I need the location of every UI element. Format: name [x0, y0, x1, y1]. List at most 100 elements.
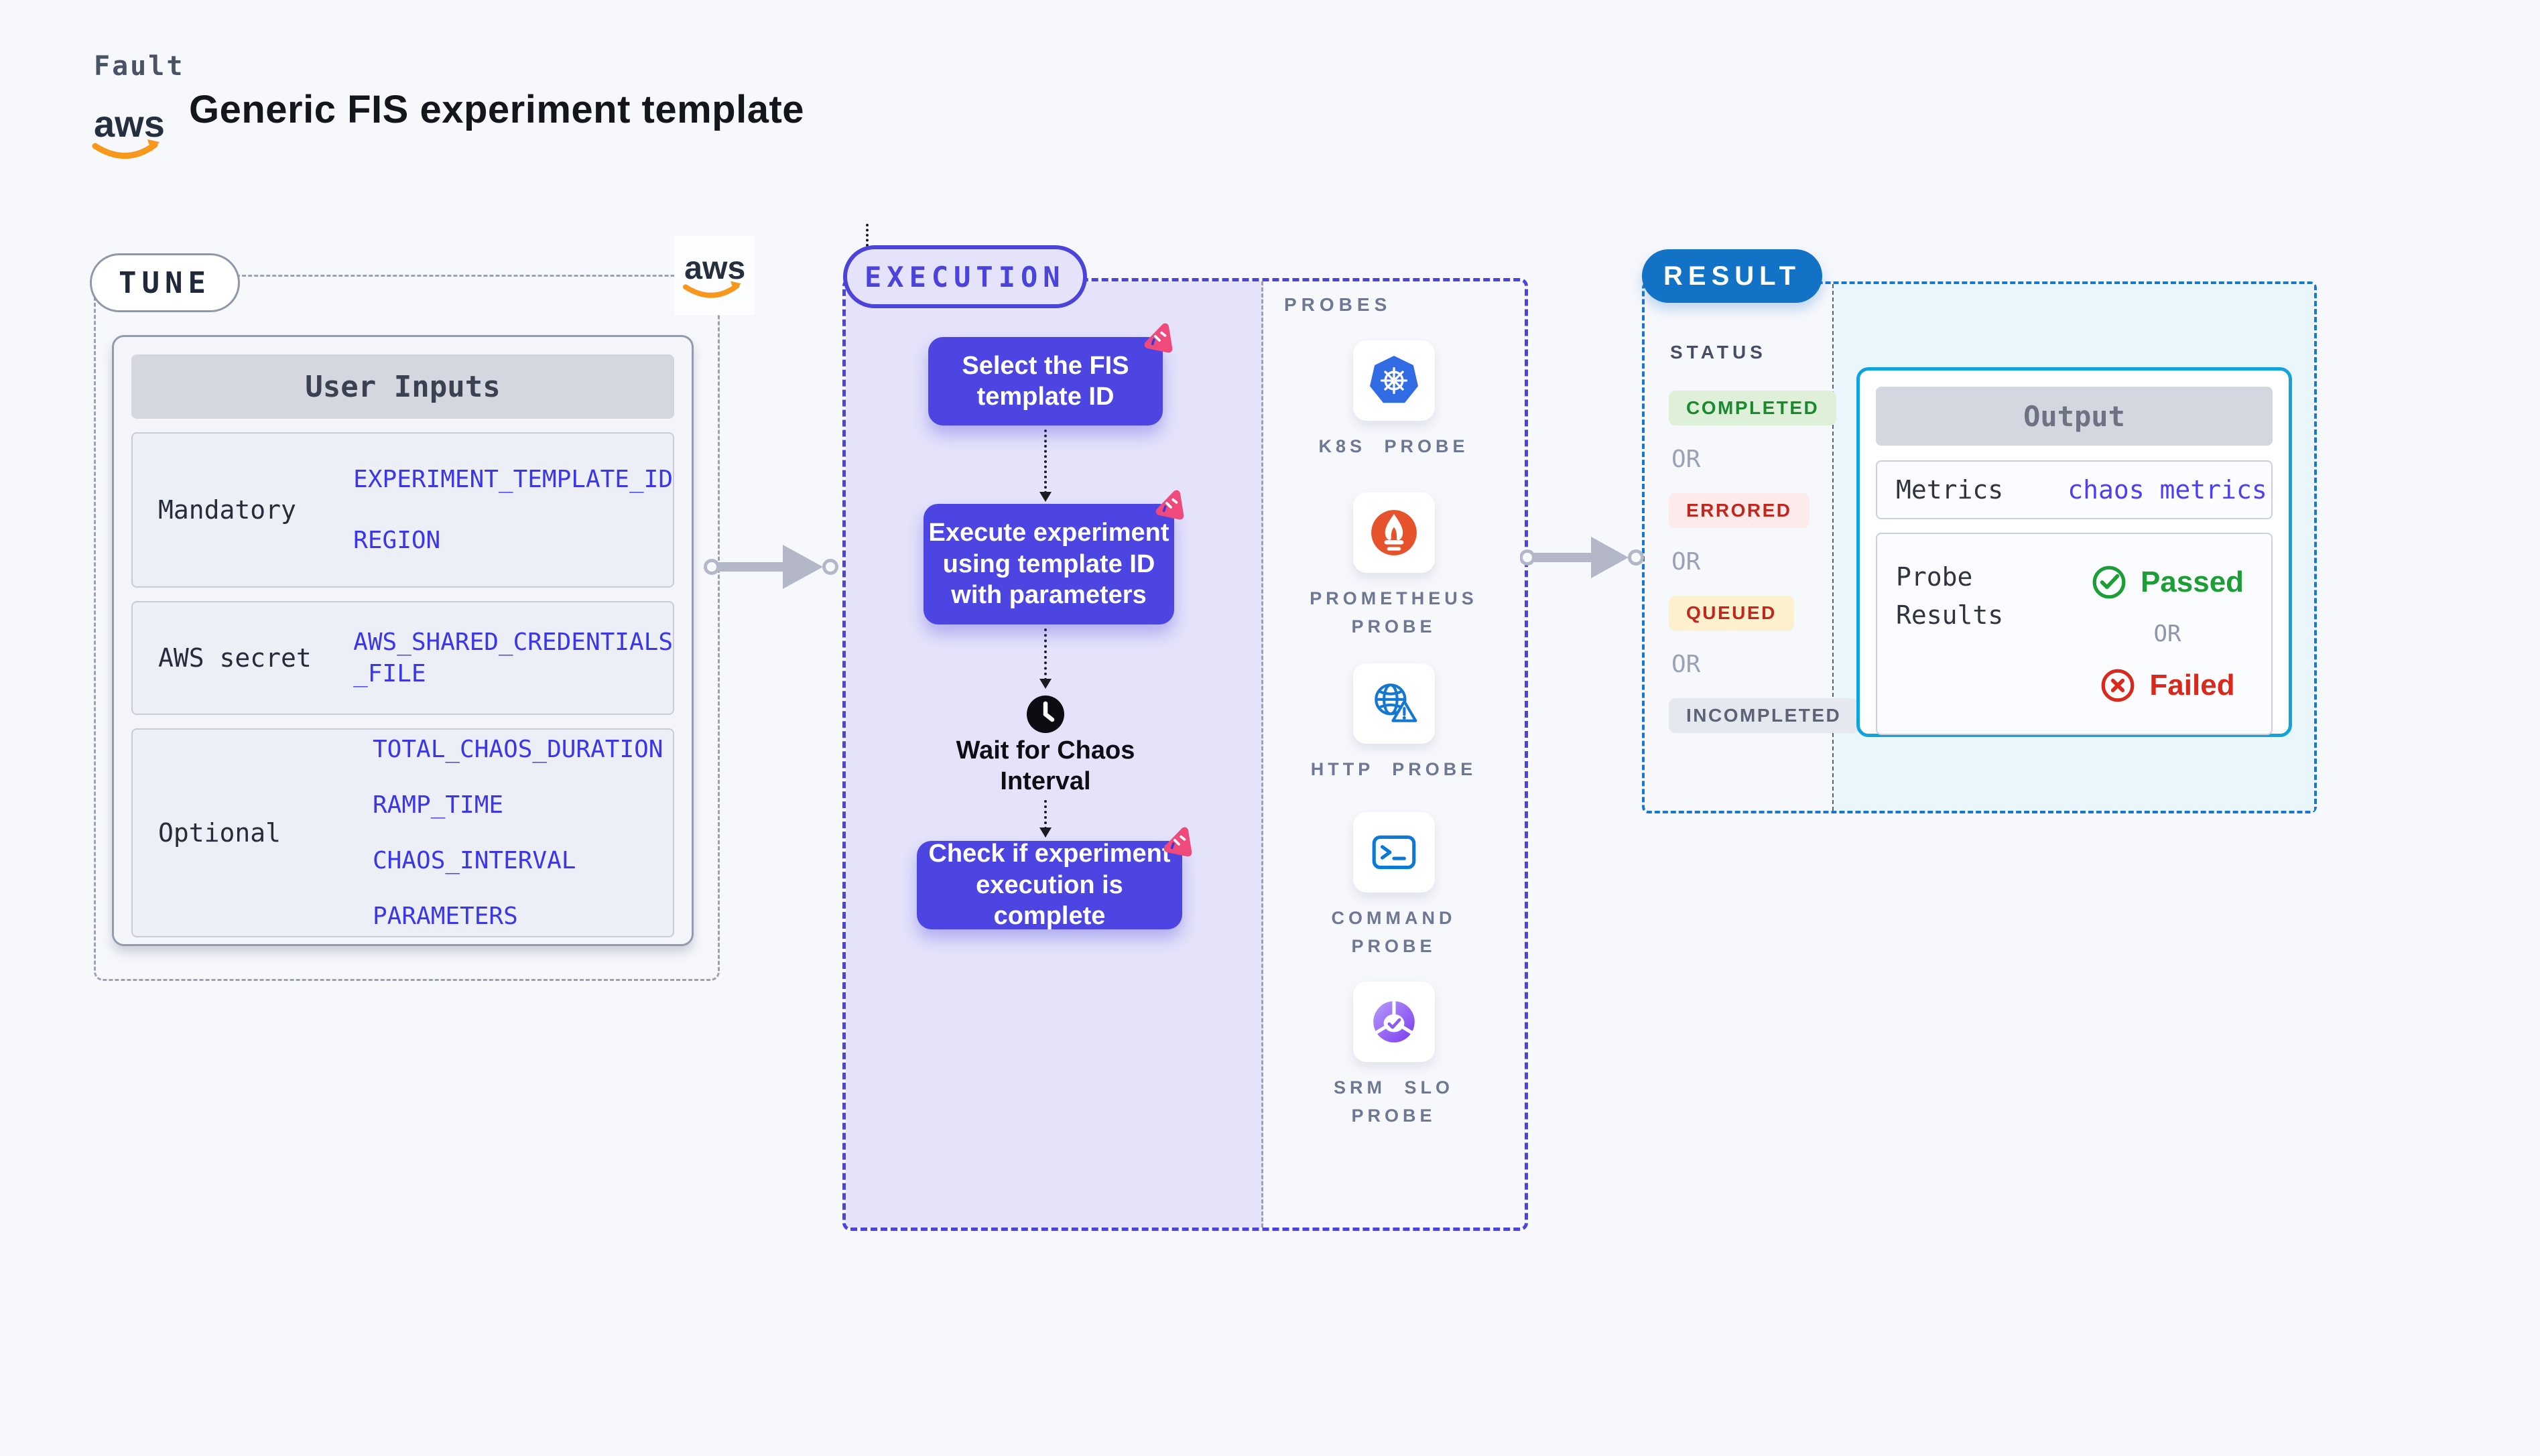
probe-card	[1352, 982, 1435, 1062]
step-label: Execute experiment using template ID wit…	[928, 519, 1169, 610]
row-values: TOTAL_CHAOS_DURATION RAMP_TIME CHAOS_INT…	[359, 730, 673, 936]
status-badge-incompleted: INCOMPLETED	[1669, 698, 1859, 733]
row-label: Optional	[158, 818, 281, 848]
probe-label: K8S PROBE	[1318, 436, 1469, 456]
status-title: STATUS	[1670, 342, 1767, 362]
aws-smile-icon	[683, 283, 740, 298]
probes-title: PROBES	[1284, 294, 1392, 315]
execution-pill-label: EXECUTION	[865, 260, 1066, 293]
env-var: REGION	[353, 527, 441, 554]
probe-results-values: Passed OR Failed	[2063, 534, 2271, 734]
status-list: COMPLETED OR ERRORED OR QUEUED OR INCOMP…	[1669, 391, 1859, 733]
incoming-dotted-connector	[866, 224, 869, 247]
arrow-execution-to-result-icon	[1520, 537, 1644, 578]
prometheus-icon	[1371, 510, 1417, 555]
status-badge-queued: QUEUED	[1669, 596, 1794, 631]
tune-pill: TUNE	[90, 253, 240, 312]
probe-card	[1352, 663, 1435, 744]
metrics-label: Metrics	[1896, 474, 2004, 505]
result-pill-label: RESULT	[1663, 261, 1801, 291]
step-label: Select the FIS template ID	[962, 351, 1129, 411]
or-separator: OR	[1671, 651, 1701, 678]
status-badge-completed: COMPLETED	[1669, 391, 1837, 425]
dotted-arrow-icon	[1039, 429, 1052, 502]
user-inputs-header: User Inputs	[131, 354, 674, 419]
probe-card	[1352, 812, 1435, 892]
probes-panel: PROBES K8S PROBE	[1261, 278, 1526, 1231]
env-var: RAMP_TIME	[373, 791, 504, 819]
x-circle-icon	[2102, 669, 2135, 702]
check-circle-icon	[2092, 566, 2126, 599]
terminal-icon	[1372, 835, 1415, 870]
aws-smile-arrow-icon	[731, 281, 741, 292]
metrics-value-link: chaos metrics	[2068, 475, 2267, 505]
probe-card	[1352, 340, 1435, 421]
passed-label: Passed	[2140, 566, 2244, 598]
list-item-k8s-probe: K8S PROBE	[1300, 340, 1488, 461]
execution-flow-area	[846, 281, 1263, 1228]
dotted-arrow-icon	[1039, 800, 1052, 838]
http-globe-icon	[1374, 683, 1417, 722]
env-var: AWS_SHARED_CREDENTIALS	[353, 628, 673, 656]
output-card: Output Metrics chaos metrics Probe Resul…	[1856, 367, 2292, 737]
aws-logo: aws	[683, 250, 745, 298]
table-row-metrics: Metrics chaos metrics	[1876, 460, 2273, 519]
aws-smile-arrow-icon	[147, 139, 160, 151]
user-inputs-card: User Inputs Mandatory EXPERIMENT_TEMPLAT…	[112, 335, 694, 946]
execution-panel	[842, 278, 1528, 1231]
row-label: AWS secret	[158, 643, 312, 673]
failed-line: Failed	[2100, 667, 2235, 704]
or-separator: OR	[2153, 620, 2181, 647]
app-label: Fault	[94, 51, 185, 82]
table-row-mandatory: Mandatory EXPERIMENT_TEMPLATE_ID REGION	[131, 432, 674, 588]
clock-icon	[1027, 696, 1064, 733]
row-label: Mandatory	[158, 495, 296, 525]
list-item-http-probe: HTTP PROBE	[1300, 663, 1488, 784]
probe-card	[1352, 492, 1435, 573]
aws-smile-icon	[92, 141, 158, 159]
dotted-arrow-icon	[1039, 628, 1052, 689]
tune-aws-badge: aws	[674, 236, 755, 315]
execution-pill: EXECUTION	[843, 245, 1087, 308]
aws-logo-text: aws	[684, 250, 745, 286]
list-item-command-probe: COMMAND PROBE	[1300, 812, 1488, 961]
env-var: EXPERIMENT_TEMPLATE_ID	[353, 466, 673, 493]
kubernetes-icon	[1369, 356, 1418, 403]
probe-label: HTTP PROBE	[1310, 759, 1477, 779]
step-label: Check if experiment execution is complet…	[928, 840, 1171, 931]
table-row-probe-results: Probe Results Passed OR Faile	[1876, 533, 2273, 735]
fault-chip-icon	[1163, 827, 1192, 857]
probe-label: COMMAND PROBE	[1331, 908, 1456, 956]
arrow-tune-to-execution-icon	[704, 545, 838, 589]
srm-slo-icon	[1373, 1000, 1415, 1043]
output-header: Output	[1876, 387, 2273, 446]
result-pill: RESULT	[1642, 249, 1823, 303]
fault-chip-icon	[1155, 490, 1184, 520]
probe-label: PROMETHEUS PROBE	[1310, 588, 1478, 637]
env-var: TOTAL_CHAOS_DURATION	[373, 736, 663, 763]
failed-label: Failed	[2149, 669, 2235, 702]
step-execute-experiment: Execute experiment using template ID wit…	[924, 490, 1184, 624]
table-row-optional: Optional TOTAL_CHAOS_DURATION RAMP_TIME …	[131, 728, 674, 937]
step-wait-chaos-interval: Wait for Chaos Interval	[956, 736, 1135, 795]
env-var: PARAMETERS	[373, 903, 518, 930]
or-separator: OR	[1671, 548, 1701, 576]
or-separator: OR	[1671, 446, 1701, 473]
step-select-template: Select the FIS template ID	[928, 323, 1173, 425]
passed-line: Passed	[2091, 564, 2244, 600]
list-item-prometheus-probe: PROMETHEUS PROBE	[1300, 492, 1488, 641]
table-row-aws-secret: AWS secret AWS_SHARED_CREDENTIALS _FILE	[131, 601, 674, 715]
page-title: Generic FIS experiment template	[189, 88, 805, 131]
status-badge-errored: ERRORED	[1669, 493, 1809, 528]
aws-logo-text: aws	[94, 103, 165, 145]
probe-label: SRM SLO PROBE	[1333, 1077, 1454, 1126]
fault-chip-icon	[1144, 323, 1173, 353]
probe-results-label: Probe Results	[1896, 562, 2004, 630]
tune-panel	[94, 275, 720, 981]
row-values: EXPERIMENT_TEMPLATE_ID REGION	[340, 434, 673, 586]
list-item-srm-slo-probe: SRM SLO PROBE	[1300, 982, 1488, 1130]
env-var: CHAOS_INTERVAL	[373, 847, 576, 874]
tune-pill-label: TUNE	[119, 265, 211, 300]
step-check-complete: Check if experiment execution is complet…	[917, 827, 1192, 931]
